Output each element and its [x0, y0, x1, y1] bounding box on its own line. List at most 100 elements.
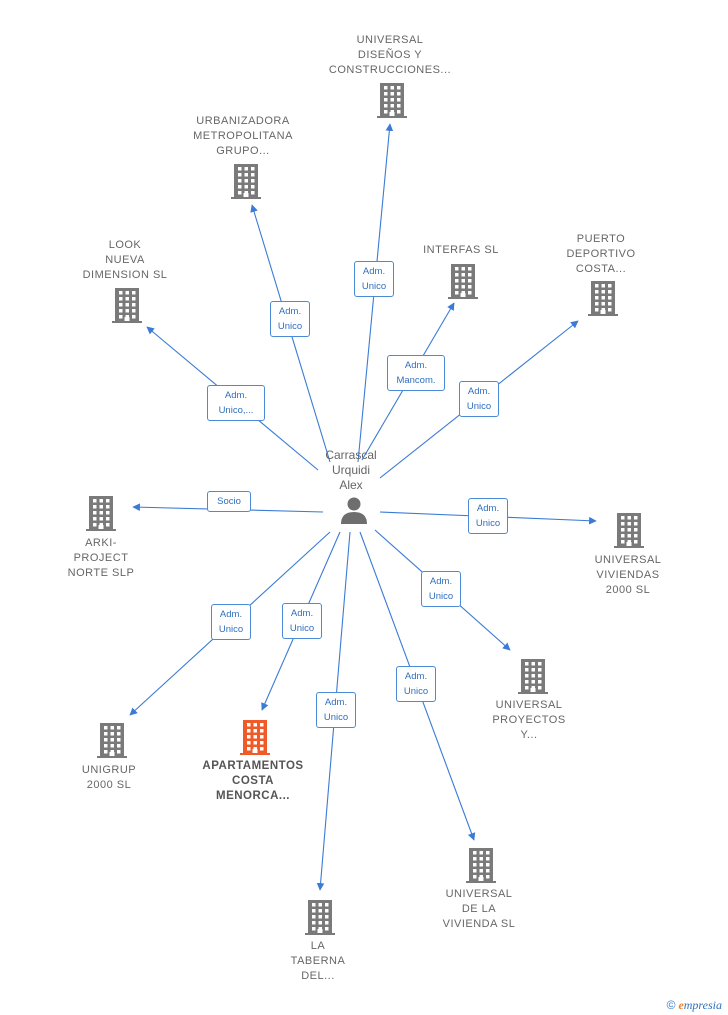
- relation-text: Unico: [289, 622, 315, 634]
- relation-badge-unigrup[interactable]: Adm. Unico: [211, 603, 251, 640]
- building-icon[interactable]: [305, 899, 335, 940]
- building-icon[interactable]: [86, 495, 116, 536]
- label-line: PROYECTOS: [492, 714, 566, 726]
- label-line: Carrascal: [325, 448, 377, 462]
- label-line: DIMENSION SL: [82, 269, 168, 281]
- brand-initial: e: [678, 998, 684, 1012]
- label-line: INTERFAS SL: [423, 244, 499, 256]
- company-label-la-taberna: LA TABERNA DEL...: [243, 939, 393, 984]
- company-label-arki-project: ARKI- PROJECT NORTE SLP: [26, 536, 176, 581]
- company-label-universal-proyectos: UNIVERSAL PROYECTOS Y...: [454, 698, 604, 743]
- label-line: VIVIENDAS: [596, 569, 660, 581]
- relation-badge-universal-vivienda[interactable]: Adm. Unico: [396, 665, 436, 702]
- relation-text: Unico: [218, 623, 244, 635]
- relation-text: Unico: [475, 517, 501, 529]
- relation-text: Adm.: [324, 696, 348, 708]
- company-label-universal-vivienda: UNIVERSAL DE LA VIVIENDA SL: [404, 887, 554, 932]
- relation-badge-urbanizadora[interactable]: Adm. Unico: [270, 300, 310, 337]
- building-icon[interactable]: [240, 719, 270, 760]
- label-line: COSTA...: [575, 263, 627, 275]
- relation-badge-universal-disenos[interactable]: Adm. Unico: [354, 260, 394, 297]
- company-label-universal-disenos: UNIVERSAL DISEÑOS Y CONSTRUCCIONES...: [315, 33, 465, 78]
- label-line: PROJECT: [73, 552, 129, 564]
- brand-name: mpresia: [683, 998, 722, 1012]
- label-line: UNIGRUP: [81, 764, 137, 776]
- relation-badge-arki-project[interactable]: Socio: [207, 490, 251, 512]
- label-line: PUERTO: [576, 233, 626, 245]
- relation-text: Adm.: [278, 305, 302, 317]
- relation-badge-puerto-deportivo[interactable]: Adm. Unico: [459, 380, 499, 417]
- label-line: NUEVA: [105, 254, 145, 266]
- label-line: Alex: [339, 478, 363, 492]
- building-icon[interactable]: [614, 512, 644, 553]
- relation-text: Unico: [466, 400, 492, 412]
- building-icon[interactable]: [231, 163, 261, 204]
- building-icon[interactable]: [588, 280, 618, 321]
- label-line: CONSTRUCCIONES...: [328, 64, 452, 76]
- label-line: Y...: [520, 729, 538, 741]
- relation-badge-universal-viviendas[interactable]: Adm. Unico: [468, 497, 508, 534]
- relation-badge-interfas[interactable]: Adm. Mancom.: [387, 354, 445, 391]
- relation-text: Unico: [361, 280, 387, 292]
- relation-text: Adm.: [224, 389, 248, 401]
- relation-text: Socio: [217, 495, 241, 507]
- company-label-interfas: INTERFAS SL: [386, 243, 536, 258]
- label-line: METROPOLITANA: [193, 130, 293, 142]
- label-line: COSTA: [232, 775, 274, 787]
- label-line: LOOK: [108, 239, 142, 251]
- company-label-universal-viviendas: UNIVERSAL VIVIENDAS 2000 SL: [553, 553, 703, 598]
- relation-text: Unico: [403, 685, 429, 697]
- relation-text: Adm.: [467, 385, 491, 397]
- label-line: 2000 SL: [605, 584, 651, 596]
- building-icon[interactable]: [448, 263, 478, 304]
- label-line: DISEÑOS Y: [357, 49, 423, 61]
- relation-text: Unico: [277, 320, 303, 332]
- company-label-urbanizadora: URBANIZADORA METROPOLITANA GRUPO...: [168, 114, 318, 159]
- label-line: GRUPO...: [216, 145, 270, 157]
- relation-badge-look-nueva[interactable]: Adm. Unico,...: [207, 384, 265, 421]
- relation-text: Mancom.: [396, 374, 436, 386]
- label-line: NORTE SLP: [67, 567, 135, 579]
- label-line: UNIVERSAL: [445, 888, 513, 900]
- relation-badge-apartamentos[interactable]: Adm. Unico: [282, 602, 322, 639]
- relation-text: Adm.: [404, 670, 428, 682]
- relation-text: Adm.: [429, 575, 453, 587]
- label-line: LA: [310, 940, 326, 952]
- relation-text: Adm.: [362, 265, 386, 277]
- label-line: 2000 SL: [86, 779, 132, 791]
- relation-text: Adm.: [290, 607, 314, 619]
- label-line: MENORCA...: [216, 790, 290, 802]
- label-line: UNIVERSAL: [495, 699, 563, 711]
- relation-text: Adm.: [404, 359, 428, 371]
- label-line: ARKI-: [85, 537, 117, 549]
- company-label-unigrup: UNIGRUP 2000 SL: [34, 763, 184, 793]
- building-icon[interactable]: [377, 82, 407, 123]
- relation-text: Adm.: [219, 608, 243, 620]
- label-line: DEPORTIVO: [566, 248, 636, 260]
- label-line: Urquidi: [331, 463, 370, 477]
- label-line: DEL...: [301, 970, 335, 982]
- company-label-look-nueva: LOOK NUEVA DIMENSION SL: [50, 238, 200, 283]
- label-line: UNIVERSAL: [356, 34, 424, 46]
- building-icon[interactable]: [518, 658, 548, 699]
- copyright-symbol: ©: [666, 998, 676, 1012]
- label-line: DE LA: [461, 903, 497, 915]
- label-line: TABERNA: [290, 955, 346, 967]
- building-icon[interactable]: [97, 722, 127, 763]
- building-icon[interactable]: [112, 287, 142, 328]
- label-line: UNIVERSAL: [594, 554, 662, 566]
- empresia-watermark: © empresia: [667, 998, 722, 1013]
- label-line: APARTAMENTOS: [202, 760, 304, 772]
- label-line: URBANIZADORA: [196, 115, 290, 127]
- relation-text: Unico: [323, 711, 349, 723]
- relation-text: Unico,...: [218, 404, 254, 416]
- building-icon[interactable]: [466, 847, 496, 888]
- label-line: VIVIENDA SL: [442, 918, 516, 930]
- relation-badge-la-taberna[interactable]: Adm. Unico: [316, 691, 356, 728]
- person-icon[interactable]: [339, 495, 369, 530]
- company-label-puerto-deportivo: PUERTO DEPORTIVO COSTA...: [526, 232, 676, 277]
- relation-badge-universal-proyectos[interactable]: Adm. Unico: [421, 570, 461, 607]
- relation-text: Adm.: [476, 502, 500, 514]
- relation-text: Unico: [428, 590, 454, 602]
